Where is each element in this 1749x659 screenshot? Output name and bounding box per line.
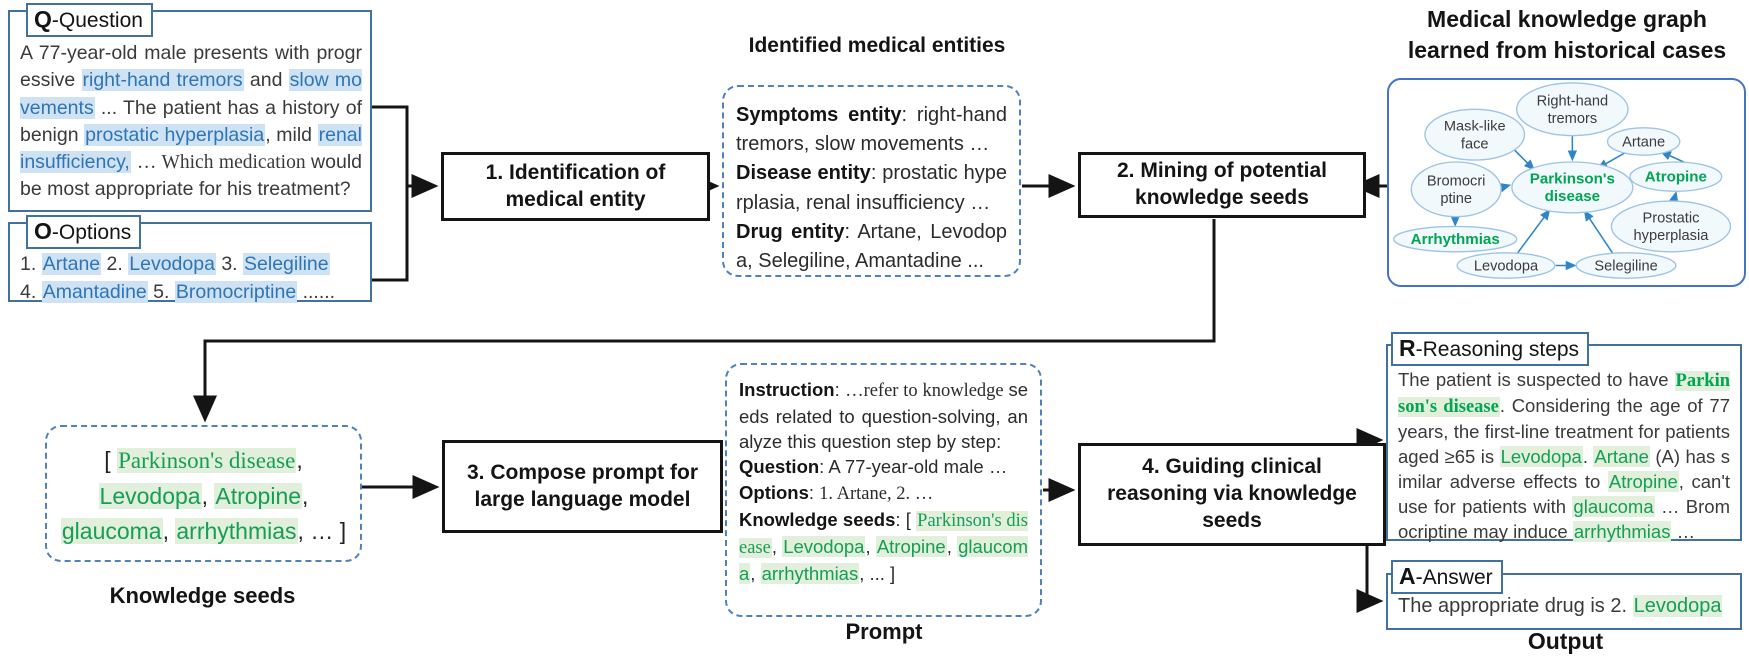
entities-box: Symptoms entity: right-hand tremors, slo… [722, 85, 1021, 277]
question-label-letter: Q [34, 6, 52, 32]
reasoning-label-text: -Reasoning steps [1415, 338, 1580, 361]
step-1-label: 1. Identification of medical entity [485, 160, 666, 211]
answer-label-text: -Answer [1415, 566, 1493, 589]
reasoning-text: The patient is suspected to have Parkins… [1398, 369, 1730, 542]
knowledge-graph-title-line2: learned from historical cases [1407, 37, 1727, 64]
options-box: O-Options 1. Artane 2. Levodopa 3. Seleg… [8, 215, 372, 304]
prompt-box: Instruction: …refer to knowledge seeds r… [725, 363, 1042, 617]
prompt-caption: Prompt [845, 619, 923, 644]
step-4-guiding-box: 4. Guiding clinical reasoning via knowle… [1078, 443, 1386, 546]
step-1-identification-box: 1. Identification of medical entity [441, 152, 710, 221]
svg-text:Arrhythmias: Arrhythmias [1411, 231, 1500, 248]
entities-title: Identified medical entities [748, 34, 1006, 57]
answer-box: A-Answer The appropriate drug is 2. Levo… [1386, 560, 1742, 630]
question-label-text: -Question [51, 9, 143, 32]
step-4-label: 4. Guiding clinical reasoning via knowle… [1107, 455, 1357, 532]
question-box-label: Q-Question [26, 3, 153, 37]
svg-text:Selegiline: Selegiline [1594, 258, 1657, 274]
reasoning-box: R-Reasoning steps The patient is suspect… [1386, 332, 1742, 542]
question-text: A 77-year-old male presents with progres… [20, 42, 362, 201]
options-label-letter: O [34, 218, 52, 244]
answer-text: The appropriate drug is 2. Levodopa [1398, 595, 1723, 617]
options-label-text: -Options [51, 221, 132, 244]
step-2-label: 2. Mining of potential knowledge seeds [1117, 159, 1327, 209]
prompt-text: Instruction: …refer to knowledge seeds r… [739, 379, 1029, 585]
knowledge-seeds-caption: Knowledge seeds [109, 583, 296, 608]
knowledge-seeds-box: [ Parkinson's disease,Levodopa, Atropine… [45, 425, 362, 562]
knowledge-graph-title-line1: Medical knowledge graph [1427, 6, 1707, 32]
entities-text: Symptoms entity: right-hand tremors, slo… [736, 104, 1008, 272]
reasoning-label-letter: R [1399, 335, 1416, 361]
step-2-mining-box: 2. Mining of potential knowledge seeds [1078, 152, 1366, 218]
answer-box-label: A-Answer [1391, 560, 1503, 594]
svg-text:Bromocriptine: Bromocriptine [1427, 173, 1486, 207]
reasoning-box-label: R-Reasoning steps [1391, 332, 1590, 366]
svg-text:Artane: Artane [1622, 134, 1665, 150]
svg-text:Atropine: Atropine [1645, 169, 1707, 186]
svg-text:Levodopa: Levodopa [1474, 258, 1539, 274]
options-box-label: O-Options [26, 215, 142, 249]
answer-label-letter: A [1399, 563, 1416, 589]
knowledge-graph-title: Medical knowledge graph learned from his… [1387, 4, 1747, 66]
step-3-compose-box: 3. Compose prompt for large language mod… [442, 440, 723, 533]
output-caption: Output [1527, 628, 1604, 654]
question-box: Q-Question A 77-year-old male presents w… [8, 3, 372, 212]
step-3-label: 3. Compose prompt for large language mod… [466, 460, 698, 511]
knowledge-seeds-text: [ Parkinson's disease,Levodopa, Atropine… [60, 447, 347, 545]
